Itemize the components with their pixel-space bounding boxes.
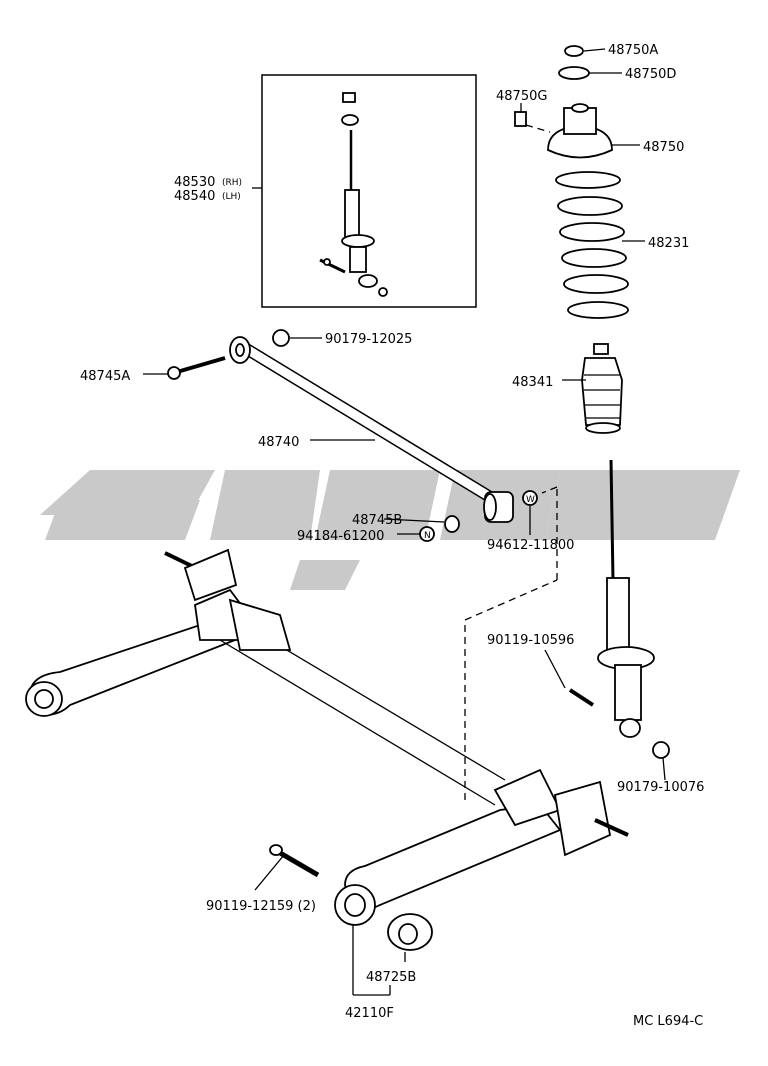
label-90179-10076: 90179-10076 (617, 780, 704, 795)
mark-n: N (424, 531, 431, 541)
watermark-logo (40, 470, 740, 590)
label-48745A: 48745A (80, 369, 130, 384)
label-48745B: 48745B (352, 513, 402, 528)
label-48725B: 48725B (366, 970, 416, 985)
label-90179-12025: 90179-12025 (325, 332, 412, 347)
label-48341: 48341 (512, 375, 553, 390)
label-90119-10596: 90119-10596 (487, 633, 574, 648)
lower-bolt-bushing-icon (269, 844, 433, 951)
coil-spring-icon (555, 171, 629, 319)
inset-shock-absorber-icon (319, 92, 388, 297)
bump-stopper-icon (581, 343, 623, 434)
label-94184-61200: 94184-61200 (297, 529, 384, 544)
label-90119-12159: 90119-12159 (2) (206, 899, 316, 914)
label-48750: 48750 (643, 140, 684, 155)
lower-shock-absorber-icon (568, 459, 670, 759)
label-42110F: 42110F (345, 1006, 394, 1021)
label-48750D: 48750D (625, 67, 676, 82)
leader-lines (143, 48, 666, 996)
label-48530: 48530 (174, 175, 215, 190)
label-48530-side: (RH) (222, 178, 242, 188)
diagram-code: MC L694-C (633, 1014, 703, 1029)
label-94612-11800: 94612-11800 (487, 538, 574, 553)
label-48750A: 48750A (608, 43, 658, 58)
rear-axle-beam-icon (25, 486, 629, 926)
label-48540: 48540 (174, 189, 215, 204)
shock-absorber-inset-box (261, 74, 477, 308)
label-48740: 48740 (258, 435, 299, 450)
mark-w: W (526, 495, 535, 505)
lateral-control-rod-icon (167, 329, 538, 542)
label-48540-side: (LH) (222, 192, 241, 202)
label-48231: 48231 (648, 236, 689, 251)
label-48750G: 48750G (496, 89, 547, 104)
